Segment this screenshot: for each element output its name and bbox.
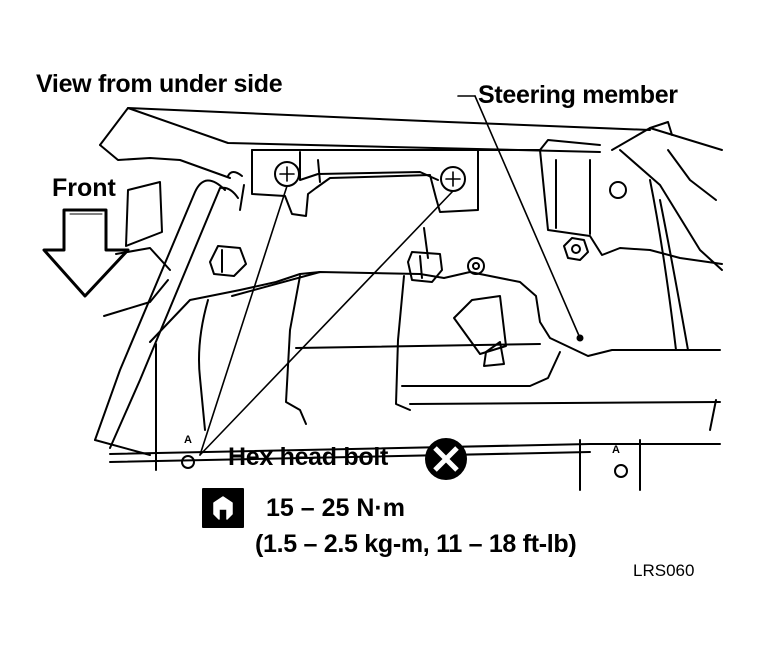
bracket-bolt-right [440,166,466,192]
member-pointer-dot [576,334,584,342]
lower-structure [109,271,721,491]
upper-panel-outline [99,107,723,271]
view-label: View from under side [36,70,283,98]
stamp-circle-left [181,455,195,469]
steering-member-bracket [227,139,651,256]
wrench-icon [202,488,244,528]
torque-alt-label: (1.5 – 2.5 kg-m, 11 – 18 ft-lb) [255,530,577,558]
stamp-mark-right: A [612,444,620,456]
left-hose-lines [94,144,239,456]
right-structure [649,179,723,351]
hex-head-bolt-label: Hex head bolt [228,443,389,471]
left-clip [209,245,247,277]
bracket-bolt-left [274,161,300,187]
stamp-circle-right [614,464,628,478]
steering-member-label: Steering member [478,81,678,109]
down-arrow-icon [42,208,130,298]
front-label: Front [52,174,116,202]
right-hole [609,181,627,199]
member-nut [563,237,589,261]
circled-x-icon [425,438,467,480]
figure-id: LRS060 [633,561,695,580]
stamp-mark-left: A [184,434,192,446]
leader-lines [199,95,581,456]
torque-nm-label: 15 – 25 N·m [266,494,405,522]
